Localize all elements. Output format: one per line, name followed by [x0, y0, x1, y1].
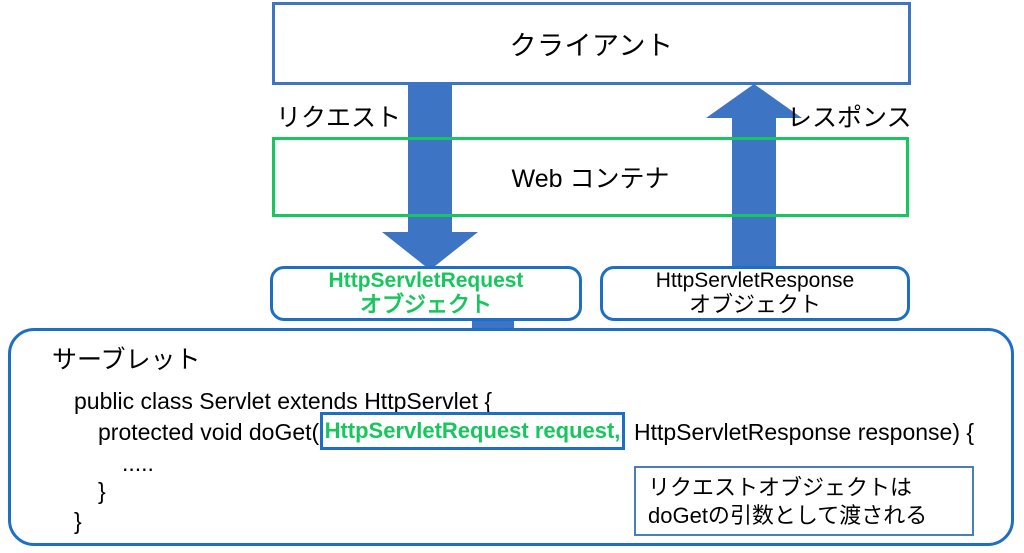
highlighted-parameter-label: HttpServletRequest request,: [324, 418, 621, 443]
code-line-class-declaration: public class Servlet extends HttpServlet…: [74, 388, 493, 414]
callout-line-2: doGetの引数として渡される: [648, 503, 928, 529]
highlighted-parameter-box: HttpServletRequest request,: [320, 412, 625, 450]
request-object-type-label: HttpServletRequest: [328, 269, 524, 293]
response-flow-label: レスポンス: [787, 104, 912, 132]
code-line-doget-tail: HttpServletResponse response) {: [634, 419, 975, 445]
response-object-kind-label: オブジェクト: [688, 291, 821, 317]
request-object-kind-label: オブジェクト: [359, 291, 492, 317]
response-object-type-label: HttpServletResponse: [655, 269, 855, 293]
web-container-box: Web コンテナ: [272, 137, 909, 217]
callout-line-1: リクエストオブジェクトは: [648, 475, 913, 500]
web-container-label: Web コンテナ: [511, 165, 670, 193]
request-flow-label: リクエスト: [276, 104, 402, 132]
code-line-ellipsis: .....: [122, 450, 154, 476]
http-servlet-request-object-box: HttpServletRequest オブジェクト: [270, 266, 582, 321]
code-line-close-outer: }: [74, 508, 82, 534]
code-line-doget-head: protected void doGet(: [98, 419, 320, 445]
servlet-title-label: サーブレット: [52, 346, 201, 374]
callout-box: リクエストオブジェクトは doGetの引数として渡される: [634, 466, 974, 536]
code-line-close-inner: }: [98, 478, 106, 504]
client-label: クライアント: [509, 31, 674, 61]
client-box: クライアント: [272, 2, 911, 85]
http-servlet-response-object-box: HttpServletResponse オブジェクト: [600, 266, 910, 321]
